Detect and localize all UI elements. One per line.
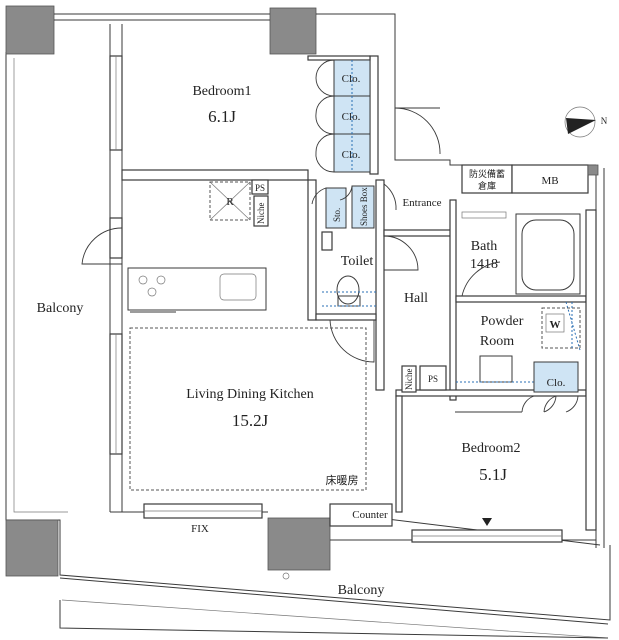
compass-ring: [564, 106, 596, 138]
closet-2: [333, 95, 371, 135]
kitchen-utilities: R PS Niche: [81, 179, 269, 265]
column-n: [269, 7, 317, 55]
unit-walls: [54, 13, 601, 546]
hall-label: Hall: [404, 291, 428, 306]
closet-4-label: Clo.: [547, 377, 566, 389]
fix-window: [143, 503, 563, 543]
bedroom2-size: 5.1J: [479, 465, 507, 484]
common-storage: 防災備蓄 倉庫 MB: [461, 164, 599, 194]
closet-3-label: Clo.: [342, 149, 361, 161]
closet-1-label: Clo.: [342, 73, 361, 85]
niche-upper-label: Niche: [256, 203, 266, 225]
bedroom2-window-marker: [482, 518, 492, 526]
west-windows: [109, 55, 123, 455]
ps-lower-label: PS: [428, 374, 438, 384]
interior-walls: [121, 55, 597, 531]
disaster-storage-label-1: 防災備蓄: [469, 168, 505, 179]
column-sw: [5, 519, 59, 577]
column-nw: [5, 5, 55, 55]
closet-4: [533, 361, 579, 393]
fix-label: FIX: [191, 523, 209, 535]
powder-line1: Powder: [481, 314, 524, 329]
compass: N: [564, 106, 608, 138]
shoes-box-label: Shoes Box: [359, 187, 369, 226]
powder-room: Powder Room W Clo.: [456, 301, 581, 413]
hall: Hall Niche PS: [383, 235, 447, 393]
storage: [325, 187, 347, 229]
ps-upper-label: PS: [255, 183, 265, 193]
disaster-storage-label-2: 倉庫: [478, 180, 496, 191]
bedroom1: Bedroom1 6.1J Clo. Clo. Clo.: [192, 59, 441, 173]
balcony-west-label: Balcony: [37, 301, 84, 316]
bedroom1-size: 6.1J: [208, 107, 236, 126]
bedroom1-name: Bedroom1: [192, 84, 251, 99]
refrigerator: [209, 181, 251, 221]
bath-name: Bath: [471, 239, 497, 254]
mb-label: MB: [541, 175, 558, 187]
bedroom2-name: Bedroom2: [461, 441, 520, 456]
storage-label: Sto.: [332, 208, 342, 222]
washer-label: W: [550, 319, 561, 331]
toilet-label: Toilet: [341, 254, 374, 269]
toilet-room: Toilet: [321, 231, 376, 363]
powder-line2: Room: [480, 334, 514, 349]
ldk: Living Dining Kitchen 15.2J 床暖房 Counter …: [127, 267, 393, 535]
ldk-name: Living Dining Kitchen: [186, 387, 314, 402]
floor-heating-label: 床暖房: [326, 473, 359, 487]
counter-label: Counter: [352, 509, 388, 521]
drain-marker: [282, 572, 290, 580]
compass-label: N: [601, 116, 608, 126]
shoes-box: [351, 185, 375, 229]
column-s: [267, 517, 331, 571]
entrance-label: Entrance: [402, 197, 441, 209]
entrance-area: Sto. Shoes Box Entrance: [311, 183, 442, 229]
compass-needle-icon: [566, 118, 596, 134]
niche-lower-label: Niche: [404, 369, 414, 391]
washer-space: [541, 307, 581, 349]
bath-size: 1418: [470, 257, 498, 272]
balcony-south-label: Balcony: [338, 583, 385, 598]
refrigerator-label: R: [226, 196, 234, 208]
closet-2-label: Clo.: [342, 111, 361, 123]
ldk-size: 15.2J: [232, 411, 269, 430]
bedroom2: Bedroom2 5.1J: [401, 411, 522, 526]
bath: Bath 1418: [461, 211, 581, 297]
